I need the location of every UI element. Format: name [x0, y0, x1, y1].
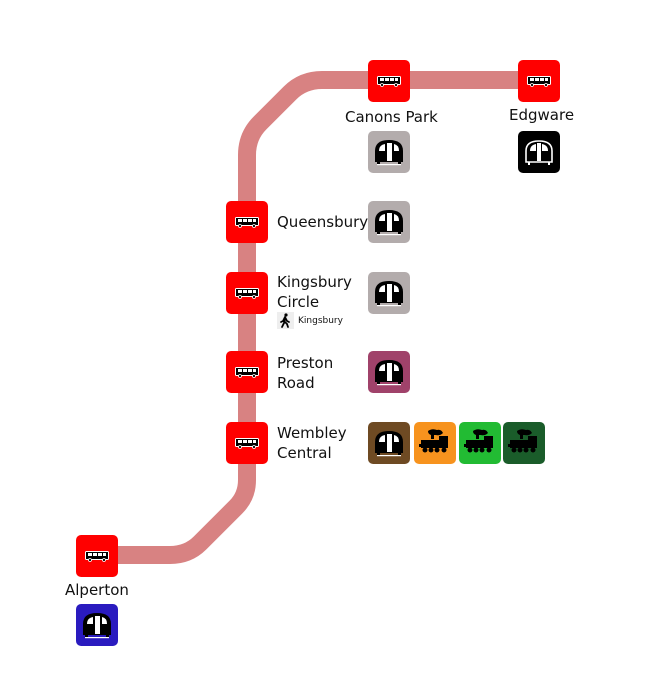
bus-stop-wembley-central[interactable]	[226, 422, 268, 464]
tube-train-icon	[83, 613, 111, 639]
stop-label-line-2: Road	[277, 374, 315, 392]
tube-connection-alperton[interactable]	[76, 604, 118, 646]
stop-label-line-1: Preston	[277, 354, 334, 372]
bus-icon	[235, 288, 259, 299]
stop-label-line-2: Circle	[277, 293, 320, 311]
tube-connection-preston-road[interactable]	[368, 351, 410, 393]
walk-destination-label: Kingsbury	[298, 315, 343, 326]
bus-stop-alperton[interactable]	[76, 535, 118, 577]
tube-connection-kingsbury-circle[interactable]	[368, 272, 410, 314]
tube-train-icon	[375, 210, 403, 236]
tube-connection-canons-park[interactable]	[368, 131, 410, 173]
bus-stop-queensbury[interactable]	[226, 201, 268, 243]
stop-label-edgware: Edgware	[509, 106, 575, 124]
stop-label-preston-road: Preston Road	[277, 353, 333, 393]
stop-label-line-1: Wembley	[277, 424, 347, 442]
bus-stop-canons-park[interactable]	[368, 60, 410, 102]
tube-connection-wembley-central[interactable]	[368, 422, 410, 464]
bus-stop-kingsbury-circle[interactable]	[226, 272, 268, 314]
stop-label-alperton: Alperton	[65, 581, 129, 599]
steam-train-icon	[419, 429, 448, 453]
bus-icon	[377, 76, 401, 87]
tube-train-icon	[375, 360, 403, 386]
stop-label-canons-park: Canons Park	[345, 108, 438, 126]
walk-link-kingsbury[interactable]: Kingsbury	[277, 312, 343, 329]
bus-stop-preston-road[interactable]	[226, 351, 268, 393]
stop-label-kingsbury-circle: Kingsbury Circle	[277, 272, 352, 312]
steam-train-icon	[464, 429, 493, 453]
bus-stop-edgware[interactable]	[518, 60, 560, 102]
bus-icon	[235, 438, 259, 449]
steam-train-icon	[508, 429, 537, 453]
bus-icon	[235, 367, 259, 378]
pedestrian-icon	[277, 312, 294, 329]
bus-icon	[527, 76, 551, 87]
stop-label-queensbury: Queensbury	[277, 213, 369, 231]
stop-label-line-1: Kingsbury	[277, 273, 352, 291]
stop-label-wembley-central: Wembley Central	[277, 423, 347, 463]
tube-connection-queensbury[interactable]	[368, 201, 410, 243]
bus-icon	[85, 551, 109, 562]
stop-label-line-2: Central	[277, 444, 332, 462]
rail-connection-wembley-central-2[interactable]	[459, 422, 501, 464]
bus-icon	[235, 217, 259, 228]
tube-train-icon	[525, 140, 553, 165]
tube-train-icon	[375, 281, 403, 307]
tube-train-icon	[375, 431, 403, 457]
tube-connection-edgware[interactable]	[518, 131, 560, 173]
rail-connection-wembley-central-1[interactable]	[414, 422, 456, 464]
tube-train-icon	[375, 140, 403, 166]
rail-connection-wembley-central-3[interactable]	[503, 422, 545, 464]
